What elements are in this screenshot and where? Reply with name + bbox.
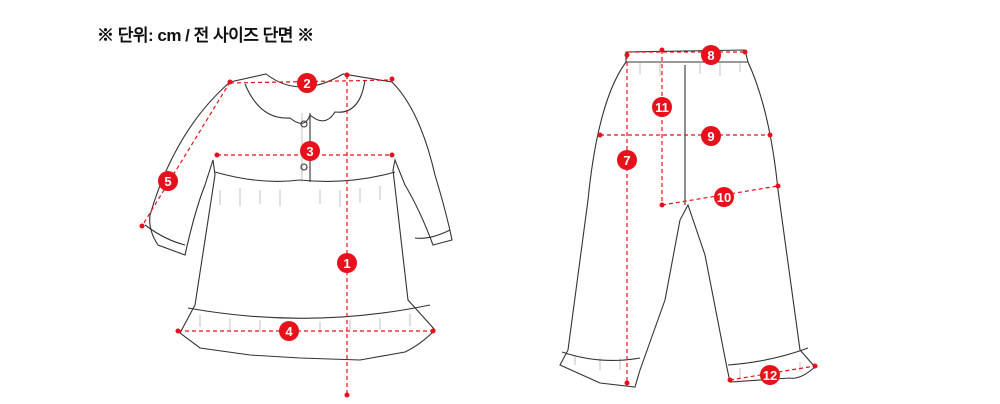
svg-text:3: 3 xyxy=(306,144,313,159)
svg-text:8: 8 xyxy=(707,48,714,63)
svg-text:11: 11 xyxy=(655,100,669,115)
unit-note: ※ 단위: cm / 전 사이즈 단면 ※ xyxy=(97,26,314,45)
marker-10: 10 xyxy=(714,187,734,207)
measurement-lines xyxy=(139,47,818,398)
marker-11: 11 xyxy=(652,97,672,117)
svg-text:4: 4 xyxy=(285,324,293,339)
marker-4: 4 xyxy=(279,321,299,341)
marker-8: 8 xyxy=(701,45,721,65)
top-illustration xyxy=(144,73,453,361)
marker-9: 9 xyxy=(701,126,721,146)
marker-7: 7 xyxy=(617,150,637,170)
marker-12: 12 xyxy=(760,365,780,385)
svg-text:1: 1 xyxy=(343,256,350,271)
marker-1: 1 xyxy=(337,253,357,273)
svg-text:5: 5 xyxy=(164,174,171,189)
marker-3: 3 xyxy=(300,141,320,161)
svg-text:9: 9 xyxy=(707,129,714,144)
pants-illustration xyxy=(559,49,816,388)
svg-text:7: 7 xyxy=(623,153,630,168)
svg-text:10: 10 xyxy=(717,190,731,205)
svg-text:12: 12 xyxy=(763,368,777,383)
svg-text:2: 2 xyxy=(303,76,310,91)
marker-2: 2 xyxy=(297,73,317,93)
marker-5: 5 xyxy=(158,171,178,191)
